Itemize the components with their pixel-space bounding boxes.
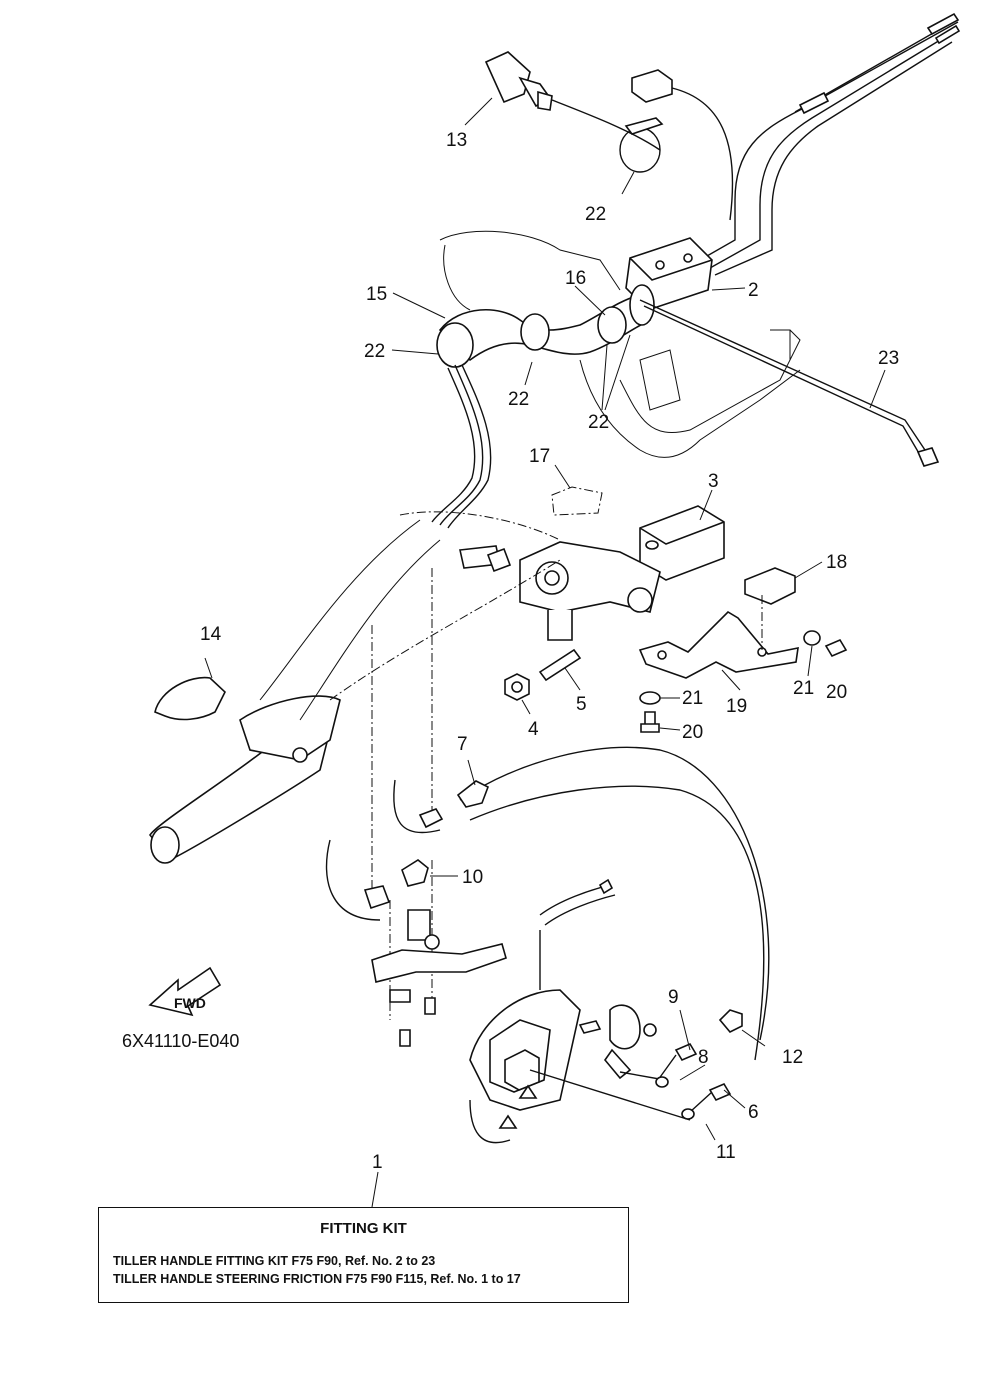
- control-cables: [699, 12, 961, 276]
- control-box: [469, 878, 616, 1144]
- part-17-plate: [551, 464, 603, 516]
- leader-line-1: [371, 1171, 379, 1208]
- callout-8: 8: [698, 1047, 709, 1068]
- fitting-kit-line-1: TILLER HANDLE FITTING KIT F75 F90, Ref. …: [113, 1254, 436, 1268]
- callout-18: 18: [826, 552, 847, 573]
- nut-and-stud: [504, 648, 582, 715]
- callout-21-right: 21: [793, 678, 814, 699]
- callout-1: 1: [372, 1152, 383, 1173]
- harness-grommets: [391, 284, 655, 411]
- callout-23: 23: [878, 348, 899, 369]
- callout-16: 16: [565, 268, 586, 289]
- fwd-arrow-icon: FWD: [148, 966, 222, 1017]
- callout-numbers: 13 22 2 15 16 22 23 22 22 17 3 18 14 21 …: [200, 130, 899, 1173]
- callout-10: 10: [462, 867, 483, 888]
- callout-15: 15: [366, 284, 387, 305]
- callout-9: 9: [668, 987, 679, 1008]
- harness-wires: [431, 364, 492, 529]
- fwd-label: FWD: [174, 995, 206, 1011]
- callout-4: 4: [528, 719, 539, 740]
- callout-20-right: 20: [826, 682, 847, 703]
- callout-22-mid: 22: [508, 389, 529, 410]
- part-13-connector: [464, 51, 661, 151]
- callout-6: 6: [748, 1102, 759, 1123]
- callout-20-lower: 20: [682, 722, 703, 743]
- fitting-kit-line-2: TILLER HANDLE STEERING FRICTION F75 F90 …: [113, 1272, 521, 1286]
- callout-3: 3: [708, 471, 719, 492]
- lower-brackets: [371, 909, 507, 1047]
- throttle-cable-loop: [325, 746, 770, 1061]
- diagram-code: 6X41110-E040: [122, 1031, 240, 1051]
- callout-7: 7: [457, 734, 468, 755]
- part-19-bracket: [638, 595, 799, 691]
- fitting-kit-title: FITTING KIT: [320, 1220, 407, 1237]
- part-3-block: [639, 489, 725, 581]
- cable-clips: [363, 759, 490, 910]
- callout-5: 5: [576, 694, 587, 715]
- coupler-top: [631, 69, 734, 221]
- part-23-cable: [639, 299, 940, 467]
- callout-17: 17: [529, 446, 550, 467]
- callout-11: 11: [716, 1142, 736, 1163]
- bolts-washers: [639, 630, 848, 733]
- callout-12: 12: [782, 1047, 803, 1068]
- callout-13: 13: [446, 130, 467, 151]
- part-14-grip: [154, 657, 226, 721]
- callout-19: 19: [726, 696, 747, 717]
- callout-22-top: 22: [585, 204, 606, 225]
- bottom-cowling: [439, 230, 801, 458]
- tiller-handle: [149, 519, 561, 864]
- cable-ends: [655, 1009, 766, 1141]
- callout-22-right: 22: [588, 412, 609, 433]
- callout-2: 2: [748, 280, 759, 301]
- part-18-clamp: [744, 561, 823, 605]
- callout-21-lower: 21: [682, 688, 703, 709]
- shift-lever: [529, 1004, 691, 1121]
- cable-tie-22-top: [619, 117, 664, 195]
- fitting-kit-box: FITTING KIT TILLER HANDLE FITTING KIT F7…: [98, 1207, 629, 1303]
- callout-22-left: 22: [364, 341, 385, 362]
- callout-14: 14: [200, 624, 222, 645]
- steering-bracket: [399, 511, 661, 641]
